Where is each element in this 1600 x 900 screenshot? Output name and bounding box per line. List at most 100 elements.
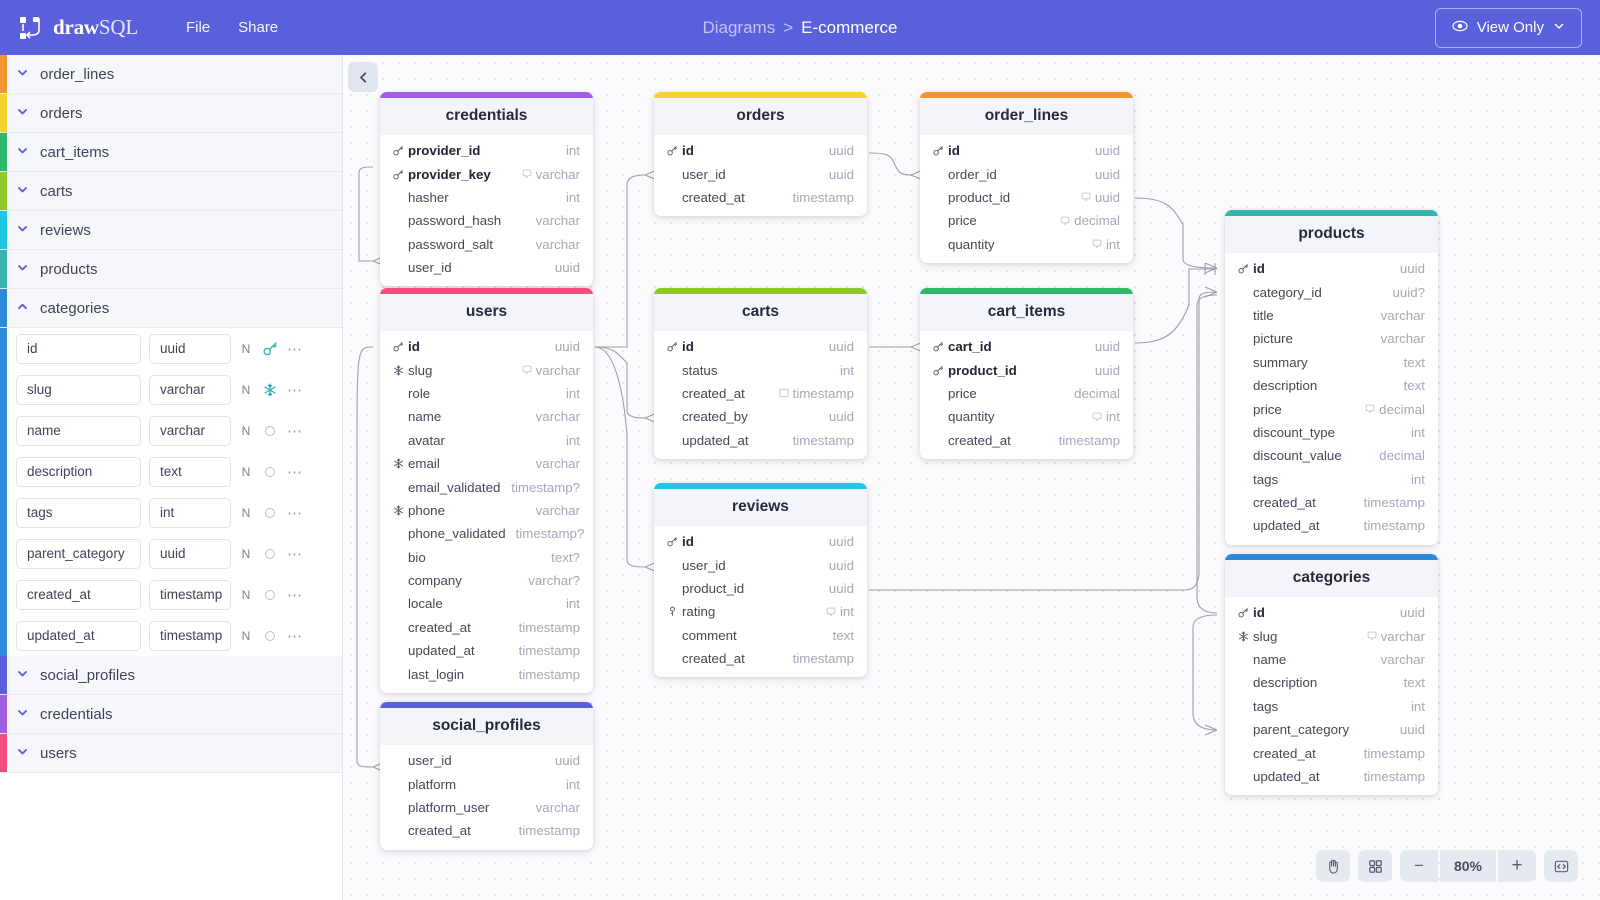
chevron-up-icon[interactable] [16, 300, 30, 316]
sidebar-item-orders[interactable]: orders [0, 94, 342, 133]
sidebar-item-credentials[interactable]: credentials [0, 695, 342, 734]
field-name-input[interactable]: updated_at [16, 620, 141, 651]
field-type-input[interactable]: uuid [149, 333, 231, 364]
sidebar-item-categories[interactable]: categories [0, 289, 342, 328]
chevron-down-icon[interactable] [16, 745, 30, 761]
sidebar-item-users[interactable]: users [0, 734, 342, 773]
field-ellipsis-icon[interactable]: ⋯ [287, 340, 303, 358]
app-logo[interactable]: drawSQL [18, 15, 138, 41]
chevron-down-icon[interactable] [16, 66, 30, 82]
menu-share[interactable]: Share [238, 19, 279, 36]
chevron-down-icon[interactable] [16, 144, 30, 160]
chevron-down-icon[interactable] [16, 706, 30, 722]
field-type-input[interactable]: timestamp [149, 620, 231, 651]
field-circle-icon[interactable] [261, 548, 279, 559]
chevron-down-icon[interactable] [16, 261, 30, 277]
field-ellipsis-icon[interactable]: ⋯ [287, 381, 303, 399]
sidebar-collapse-button[interactable] [348, 62, 378, 92]
sidebar-item-social_profiles[interactable]: social_profiles [0, 656, 342, 695]
field-type-input[interactable]: varchar [149, 374, 231, 405]
field-type-input[interactable]: uuid [149, 538, 231, 569]
zoom-toolbar[interactable]: − 80% + [1316, 850, 1578, 882]
field-circle-icon[interactable] [261, 589, 279, 600]
field-name-input[interactable]: name [16, 415, 141, 446]
field-name-input[interactable]: created_at [16, 579, 141, 610]
field-type-input[interactable]: varchar [149, 415, 231, 446]
field-name-input[interactable]: id [16, 333, 141, 364]
chevron-down-icon[interactable] [16, 667, 30, 683]
field-ellipsis-icon[interactable]: ⋯ [287, 627, 303, 645]
fit-view-button[interactable] [1358, 850, 1392, 882]
zoom-out-button[interactable]: − [1400, 850, 1438, 882]
chevron-down-icon[interactable] [16, 183, 30, 199]
field-name-input[interactable]: slug [16, 374, 141, 405]
field-ellipsis-icon[interactable]: ⋯ [287, 463, 303, 481]
pan-tool-button[interactable] [1316, 850, 1350, 882]
field-ellipsis-icon[interactable]: ⋯ [287, 545, 303, 563]
field-ellipsis-icon[interactable]: ⋯ [287, 586, 303, 604]
zoom-in-button[interactable]: + [1498, 850, 1536, 882]
view-only-button[interactable]: View Only [1434, 7, 1582, 48]
field-unique-icon[interactable] [261, 383, 279, 397]
field-circle-icon[interactable] [261, 466, 279, 477]
field-name-input[interactable]: tags [16, 497, 141, 528]
